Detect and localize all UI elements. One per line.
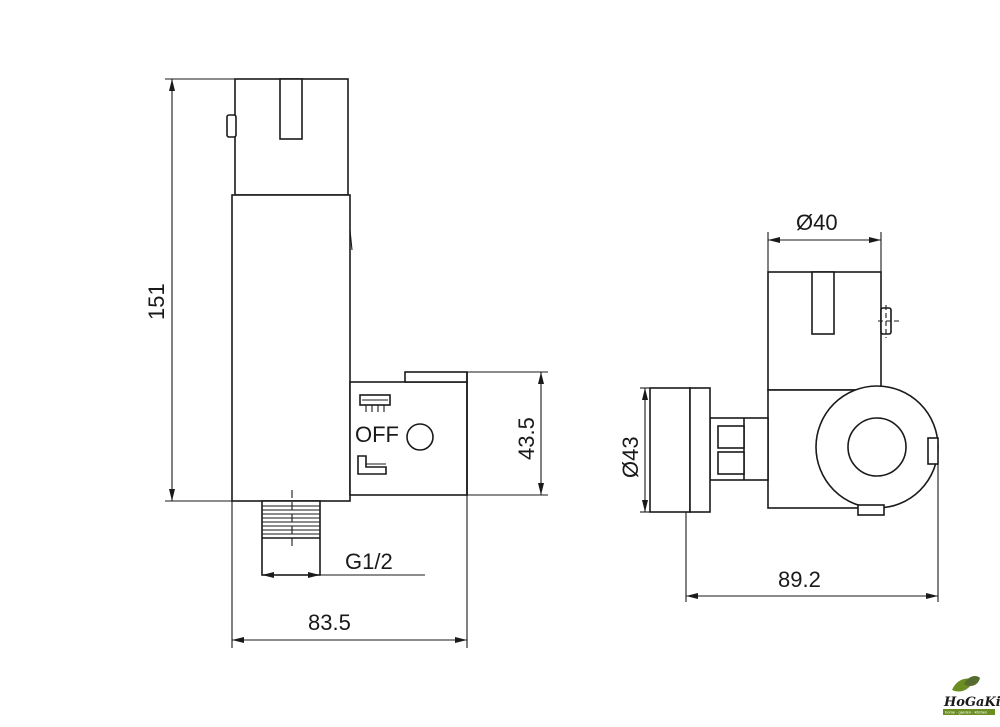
- handle-slot: [279, 78, 303, 140]
- dim-width-83-5: 83.5: [231, 495, 468, 648]
- knob-tab: [927, 437, 939, 465]
- diverter-knob-center: [847, 417, 907, 477]
- side-block-top-lip: [404, 371, 468, 383]
- spout-icon: [357, 455, 387, 475]
- dim-depth-43-5: 43.5: [467, 371, 548, 496]
- dim-width-label: 83.5: [308, 610, 351, 635]
- dim-height-151: 151: [144, 78, 235, 502]
- leaf-icon: [952, 676, 980, 692]
- dim-top-diameter-label: Ø40: [796, 210, 838, 235]
- dim-height-label: 151: [144, 283, 169, 320]
- dim-side-diameter-label: Ø43: [618, 436, 643, 478]
- dim-depth-label: 43.5: [514, 417, 539, 460]
- dim-thread-label: G1/2: [345, 549, 393, 574]
- dim-side-diameter: Ø43: [618, 387, 650, 513]
- dim-right-width: 89.2: [685, 464, 939, 602]
- side-knob: [226, 114, 237, 138]
- dim-thread-g12: G1/2: [262, 549, 425, 578]
- thread-connector: [261, 490, 321, 576]
- right-flange: [649, 387, 691, 513]
- brand-logo: HoGaKi home · garden · kitchen: [943, 676, 1000, 715]
- dim-top-diameter: Ø40: [767, 210, 882, 272]
- left-view: OFF 151: [144, 78, 548, 648]
- valve-body: [231, 194, 351, 502]
- logo-name: HoGaKi: [943, 695, 1000, 710]
- off-label: OFF: [355, 422, 399, 447]
- right-handle-slot: [811, 271, 835, 335]
- right-view: Ø40 Ø43 89.2: [618, 210, 939, 602]
- dim-right-width-label: 89.2: [778, 567, 821, 592]
- shower-icon: [359, 394, 391, 412]
- knob-bottom-tab: [857, 504, 885, 516]
- logo-tagline: home · garden · kitchen: [945, 710, 987, 715]
- off-knob: [406, 423, 434, 451]
